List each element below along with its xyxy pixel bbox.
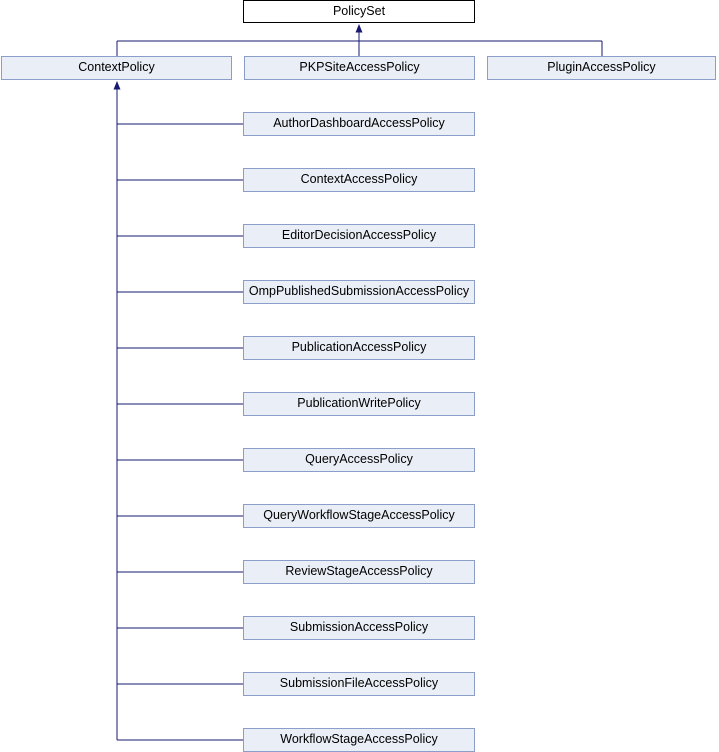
class-node-publicationaccesspolicy[interactable]: PublicationAccessPolicy [243, 336, 475, 360]
class-node-label: QueryAccessPolicy [305, 452, 413, 467]
class-node-label: PKPSiteAccessPolicy [299, 60, 420, 75]
class-node-label: QueryWorkflowStageAccessPolicy [263, 508, 455, 523]
class-node-label: PolicySet [332, 3, 386, 18]
class-node-label: ReviewStageAccessPolicy [285, 564, 433, 579]
class-node-workflowstageaccesspolicy[interactable]: WorkflowStageAccessPolicy [243, 728, 475, 752]
class-node-label: OmpPublishedSubmissionAccessPolicy [248, 284, 470, 299]
class-node-label: AuthorDashboardAccessPolicy [273, 116, 445, 131]
class-node-queryworkflowstageaccesspolicy[interactable]: QueryWorkflowStageAccessPolicy [243, 504, 475, 528]
class-node-label: WorkflowStageAccessPolicy [280, 732, 438, 747]
class-node-label: ContextAccessPolicy [300, 172, 418, 187]
class-node-pkpsiteaccesspolicy[interactable]: PKPSiteAccessPolicy [244, 56, 475, 80]
class-node-reviewstageaccesspolicy[interactable]: ReviewStageAccessPolicy [243, 560, 475, 584]
arrow-to-policyset [355, 24, 363, 33]
class-node-label: PublicationAccessPolicy [291, 340, 427, 355]
class-node-pluginaccesspolicy[interactable]: PluginAccessPolicy [487, 56, 716, 80]
class-node-label: SubmissionAccessPolicy [289, 620, 429, 635]
class-node-contextaccesspolicy[interactable]: ContextAccessPolicy [243, 168, 475, 192]
class-node-submissionfileaccesspolicy[interactable]: SubmissionFileAccessPolicy [243, 672, 475, 696]
class-node-queryaccesspolicy[interactable]: QueryAccessPolicy [243, 448, 475, 472]
arrow-to-contextpolicy [113, 81, 121, 90]
class-node-policyset[interactable]: PolicySet [243, 0, 475, 23]
class-node-label: SubmissionFileAccessPolicy [279, 676, 439, 691]
class-node-publicationwritepolicy[interactable]: PublicationWritePolicy [243, 392, 475, 416]
class-node-authordashboardaccesspolicy[interactable]: AuthorDashboardAccessPolicy [243, 112, 475, 136]
class-node-label: EditorDecisionAccessPolicy [281, 228, 437, 243]
class-node-submissionaccesspolicy[interactable]: SubmissionAccessPolicy [243, 616, 475, 640]
class-node-editordecisionaccesspolicy[interactable]: EditorDecisionAccessPolicy [243, 224, 475, 248]
class-node-label: ContextPolicy [78, 60, 155, 75]
class-node-label: PluginAccessPolicy [547, 60, 656, 75]
class-node-contextpolicy[interactable]: ContextPolicy [1, 56, 232, 80]
class-node-omppublishedsubmissionaccesspolicy[interactable]: OmpPublishedSubmissionAccessPolicy [243, 280, 475, 304]
class-node-label: PublicationWritePolicy [297, 396, 421, 411]
